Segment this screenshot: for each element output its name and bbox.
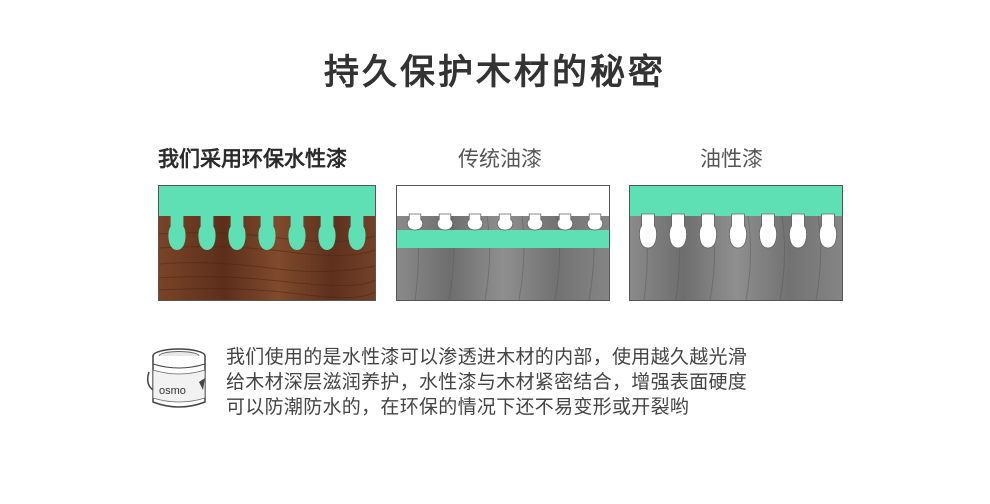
pore-drop <box>669 213 687 249</box>
description-line-3: 可以防潮防水的，在环保的情况下还不易变形或开裂哟 <box>226 396 690 418</box>
paint-can-icon: osmo <box>145 344 215 420</box>
pore-drop <box>288 214 306 250</box>
oil-based-paint-panel <box>629 185 843 301</box>
pore-drop <box>406 213 424 231</box>
can-brand: osmo <box>159 385 186 397</box>
pore-drop <box>496 213 514 231</box>
description-line-2: 给木材深层滋润养护，水性漆与木材紧密结合，增强表面硬度 <box>226 371 748 393</box>
pore-drop <box>759 213 777 249</box>
pore-drop <box>258 214 276 250</box>
pore-drop <box>699 213 717 249</box>
pore-drop <box>168 214 186 250</box>
water-based-paint-panel <box>158 185 376 301</box>
pore-drop <box>318 214 336 250</box>
pore-drop <box>466 213 484 231</box>
pore-drop <box>789 213 807 249</box>
pore-drop <box>819 213 837 249</box>
pore-drop <box>586 213 604 231</box>
description-line-1: 我们使用的是水性漆可以渗透进木材的内部，使用越久越光滑 <box>226 346 748 368</box>
panel-label-water-based: 我们采用环保水性漆 <box>158 147 347 171</box>
pore-drop <box>729 213 747 249</box>
panel-label-traditional: 传统油漆 <box>458 147 542 171</box>
pore-drop <box>198 214 216 250</box>
pore-drop <box>639 213 657 249</box>
pore-drop <box>228 214 246 250</box>
oil-based-illustration <box>630 186 842 300</box>
description: 我们使用的是水性漆可以渗透进木材的内部，使用越久越光滑 给木材深层滋润养护，水性… <box>226 345 866 420</box>
water-based-illustration <box>159 186 375 300</box>
traditional-illustration <box>397 186 609 300</box>
pore-drop <box>556 213 574 231</box>
pore-drop <box>436 213 454 231</box>
pore-drop <box>348 214 366 250</box>
page-title: 持久保护木材的秘密 <box>323 53 666 93</box>
traditional-paint-panel <box>396 185 610 301</box>
pore-drop <box>526 213 544 231</box>
panel-label-oil-based: 油性漆 <box>700 147 763 171</box>
